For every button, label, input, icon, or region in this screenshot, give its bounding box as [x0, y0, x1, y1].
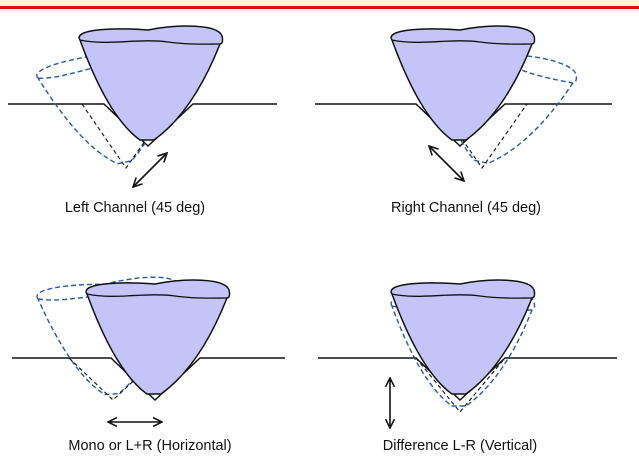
stylus	[78, 25, 224, 141]
header-band	[0, 0, 639, 6]
displaced-stylus-outline	[36, 276, 181, 396]
stylus	[390, 279, 536, 395]
stylus	[85, 279, 231, 395]
panel-label-mono: Mono or L+R (Horizontal)	[68, 438, 232, 454]
displaced-groove	[437, 103, 528, 169]
groove-line	[12, 357, 285, 402]
stylus-rim	[391, 39, 533, 45]
header-rule	[0, 6, 639, 9]
displaced-groove	[415, 357, 506, 413]
stylus-rim	[86, 293, 228, 299]
double-arrow-diagonal-nw-se	[429, 146, 464, 181]
stylus-rim	[391, 293, 533, 299]
panel-label-right-channel: Right Channel (45 deg)	[391, 200, 541, 216]
stylus-rim	[79, 39, 221, 45]
stylus	[390, 25, 536, 141]
double-arrow-diagonal-ne-sw	[133, 153, 167, 187]
groove-line	[318, 357, 617, 402]
displaced-stylus-rim	[436, 49, 573, 84]
panel-label-left-channel: Left Channel (45 deg)	[64, 200, 206, 216]
groove-line	[8, 103, 277, 148]
panel-label-difference: Difference L-R (Vertical)	[382, 438, 538, 454]
